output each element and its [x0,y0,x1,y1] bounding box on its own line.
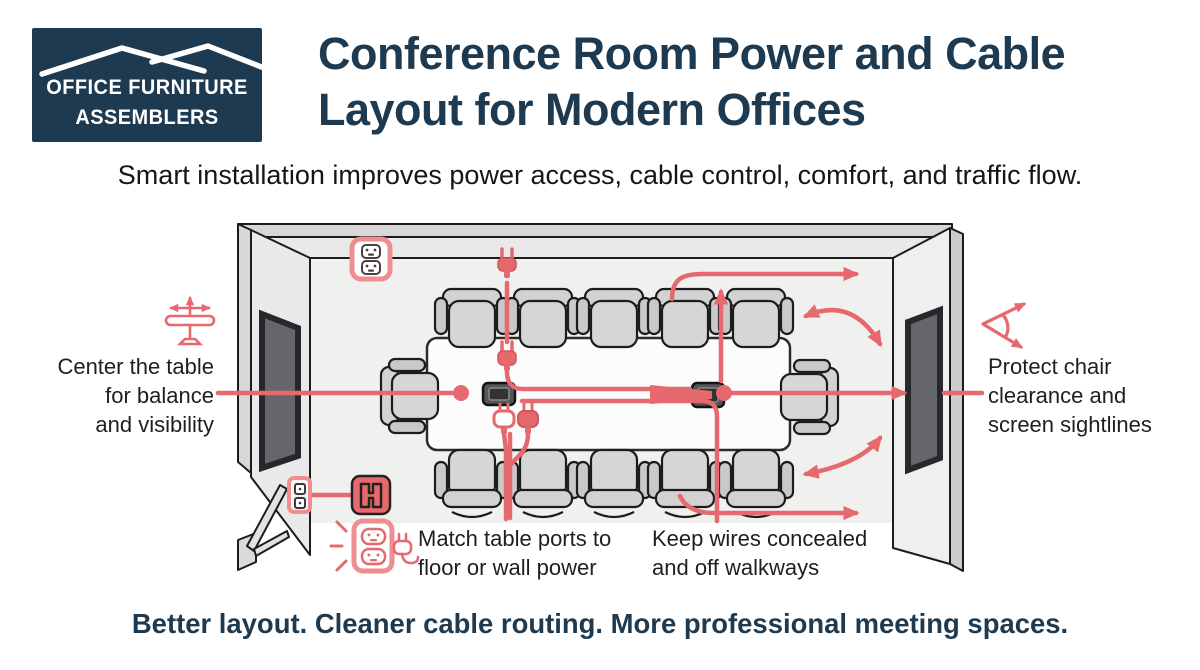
annotation-arrows [215,266,985,521]
wall-outlet-icon-top [349,236,393,282]
page-subtitle: Smart installation improves power access… [117,160,1083,190]
right-wall-screen [905,305,943,475]
cable-routes [308,280,720,524]
page-title: Conference Room Power and Cable Layout f… [318,28,1066,135]
plug-icon-red [517,402,539,434]
table-center-dot [453,385,469,401]
footer-tagline: Better layout. Cleaner cable routing. Mo… [131,608,1069,639]
spark-rays-icon [329,520,348,572]
wall-outlet-icon-left [287,476,312,514]
logo: OFFICE FURNITURE ASSEMBLERS [32,28,262,142]
room-walls [237,223,964,572]
callout-center-table: Center the table for balance and visibil… [57,354,214,437]
concealed-wire-arrow [677,493,860,521]
traffic-flow-arrow [669,266,860,302]
logo-text-line2: ASSEMBLERS [75,106,219,129]
roofline-icon [39,43,262,77]
port-dot [716,385,732,401]
small-plug-icon [392,532,420,565]
duplex-outlet-icon [329,518,420,574]
chair-clearance-arrow-top [802,304,883,348]
door [237,484,290,571]
table-move-icon [164,295,216,346]
cable-funnel [650,385,712,404]
plug-icon-mid [497,340,517,371]
callout-match-ports: Match table ports to floor or wall power [418,526,612,580]
chair-clearance-arrow-bottom [802,435,883,479]
callout-protect-chair: Protect chair clearance and screen sight… [988,354,1152,437]
plug-icon-white [492,402,516,434]
callout-keep-wires: Keep wires concealed and off walkways [652,526,868,580]
floor-box-icon [350,474,392,516]
sightline-eye-icon [981,302,1027,349]
plug-icon-top [497,247,517,278]
logo-text-line1: OFFICE FURNITURE [46,76,248,99]
